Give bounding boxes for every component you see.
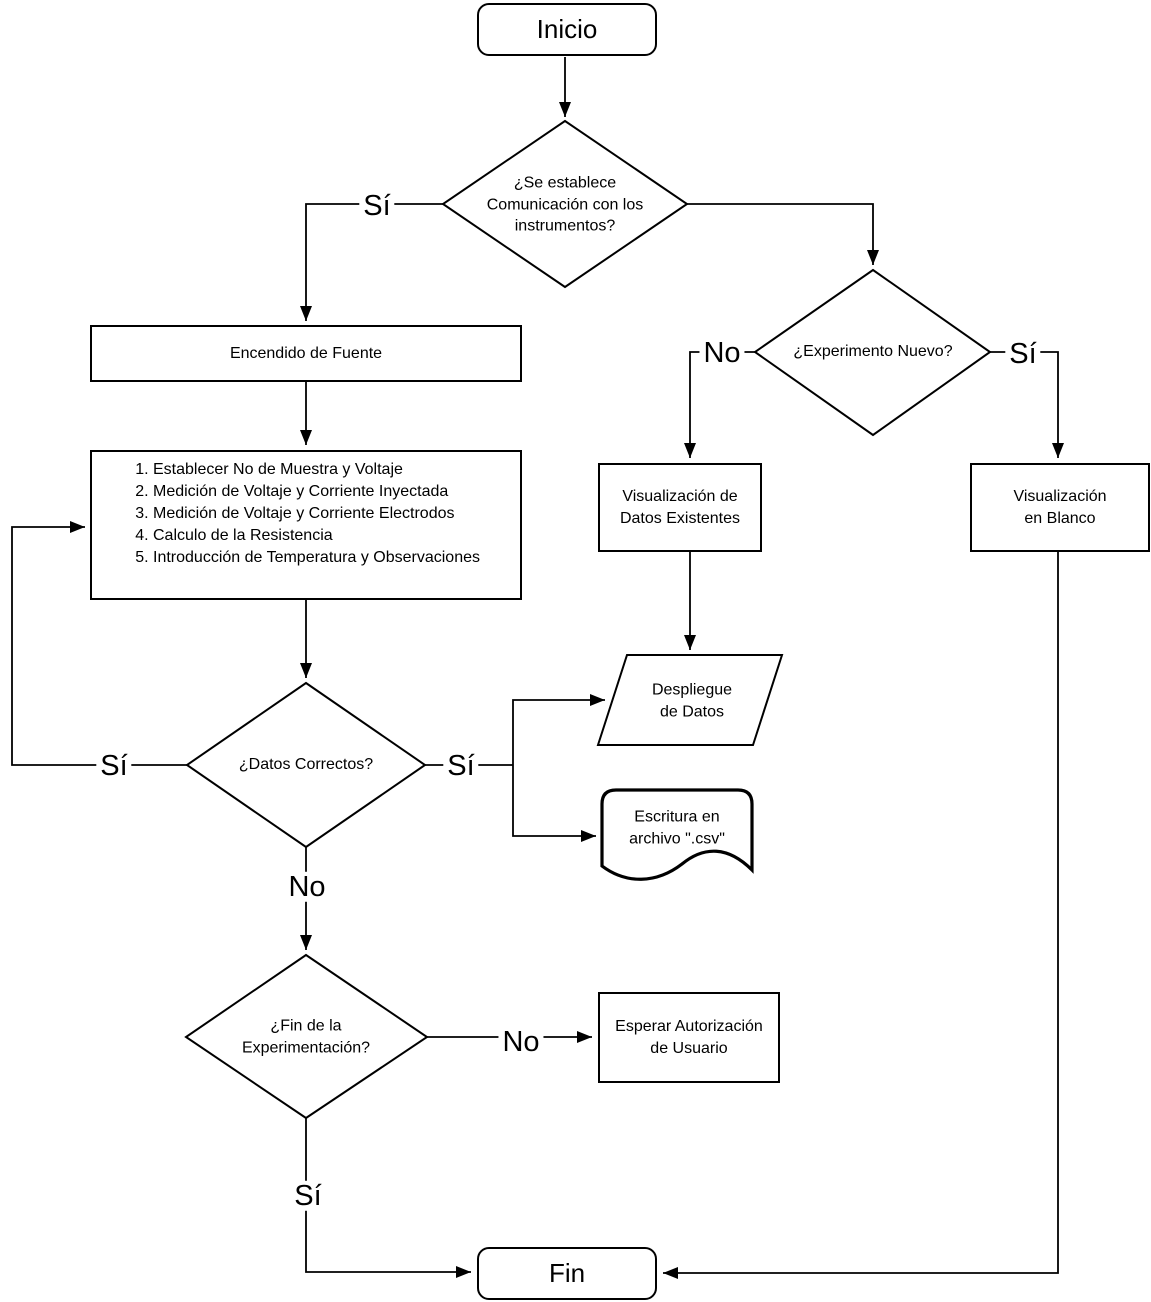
decision-experimento-nuevo-shape: [753, 268, 992, 437]
document-escritura-label: Escritura en archivo ".csv": [629, 808, 725, 847]
edge-split-escritura: [512, 765, 596, 842]
edge-split-despliegue: [512, 694, 605, 765]
edge-comunicacion-experimento: [687, 203, 879, 265]
edge-visblanco-fin: [663, 552, 1059, 1279]
document-escritura-shape: [600, 788, 754, 881]
start-node: Inicio: [477, 3, 657, 56]
edge-label-si-datos-out: Sí: [443, 750, 479, 781]
decision-datos-correctos-label: ¿Datos Correctos?: [238, 756, 374, 774]
decision-fin-experimentacion-label: ¿Fin de la Experimentación?: [241, 1017, 371, 1056]
edge-label-no-datos: No: [284, 871, 330, 902]
process-esperar-label: Esperar Autorización de Usuario: [615, 1017, 763, 1057]
io-despliegue-label: Despliegue de Datos: [651, 681, 733, 720]
end-node: Fin: [477, 1247, 657, 1300]
process-visualizacion-datos-node: Visualización de Datos Existentes: [598, 463, 762, 552]
edge-label-no-experimento: No: [699, 337, 745, 368]
step-item: Medición de Voltaje y Corriente Electrod…: [153, 503, 490, 525]
decision-experimento-nuevo-label: ¿Experimento Nuevo?: [793, 343, 953, 361]
process-visualizacion-blanco-label: Visualización en Blanco: [1013, 487, 1107, 527]
process-esperar-node: Esperar Autorización de Usuario: [598, 992, 780, 1083]
edge-label-si-comunicacion: Sí: [359, 190, 395, 221]
edge-finexp-fin: [305, 1118, 471, 1278]
step-item: Medición de Voltaje y Corriente Inyectad…: [153, 481, 490, 503]
io-despliegue-shape: [596, 654, 784, 746]
edge-label-si-fin-exp: Sí: [290, 1180, 326, 1211]
process-pasos-node: Establecer No de Muestra y VoltajeMedici…: [90, 450, 522, 600]
pasos-step-list: Establecer No de Muestra y VoltajeMedici…: [92, 459, 490, 569]
edge-comunicacion-encendido: [300, 203, 443, 321]
end-node-label: Fin: [548, 1257, 586, 1288]
process-encendido-node: Encendido de Fuente: [90, 325, 522, 382]
step-item: Introducción de Temperatura y Observacio…: [153, 547, 490, 569]
decision-comunicacion-shape: [441, 119, 689, 289]
process-visualizacion-blanco-node: Visualización en Blanco: [970, 463, 1150, 552]
process-visualizacion-datos-label: Visualización de Datos Existentes: [619, 487, 741, 527]
edge-label-si-datos-loop: Sí: [96, 750, 132, 781]
decision-fin-experimentacion-shape: [184, 953, 429, 1120]
start-node-label: Inicio: [536, 13, 598, 44]
step-item: Establecer No de Muestra y Voltaje: [153, 459, 490, 481]
process-encendido-label: Encendido de Fuente: [229, 344, 383, 362]
edge-label-si-experimento: Sí: [1005, 338, 1041, 369]
step-item: Calculo de la Resistencia: [153, 525, 490, 547]
edge-label-no-fin-exp: No: [498, 1026, 544, 1057]
decision-comunicacion-label: ¿Se establece Comunicación con los instr…: [486, 174, 644, 235]
decision-datos-correctos-shape: [185, 681, 427, 849]
